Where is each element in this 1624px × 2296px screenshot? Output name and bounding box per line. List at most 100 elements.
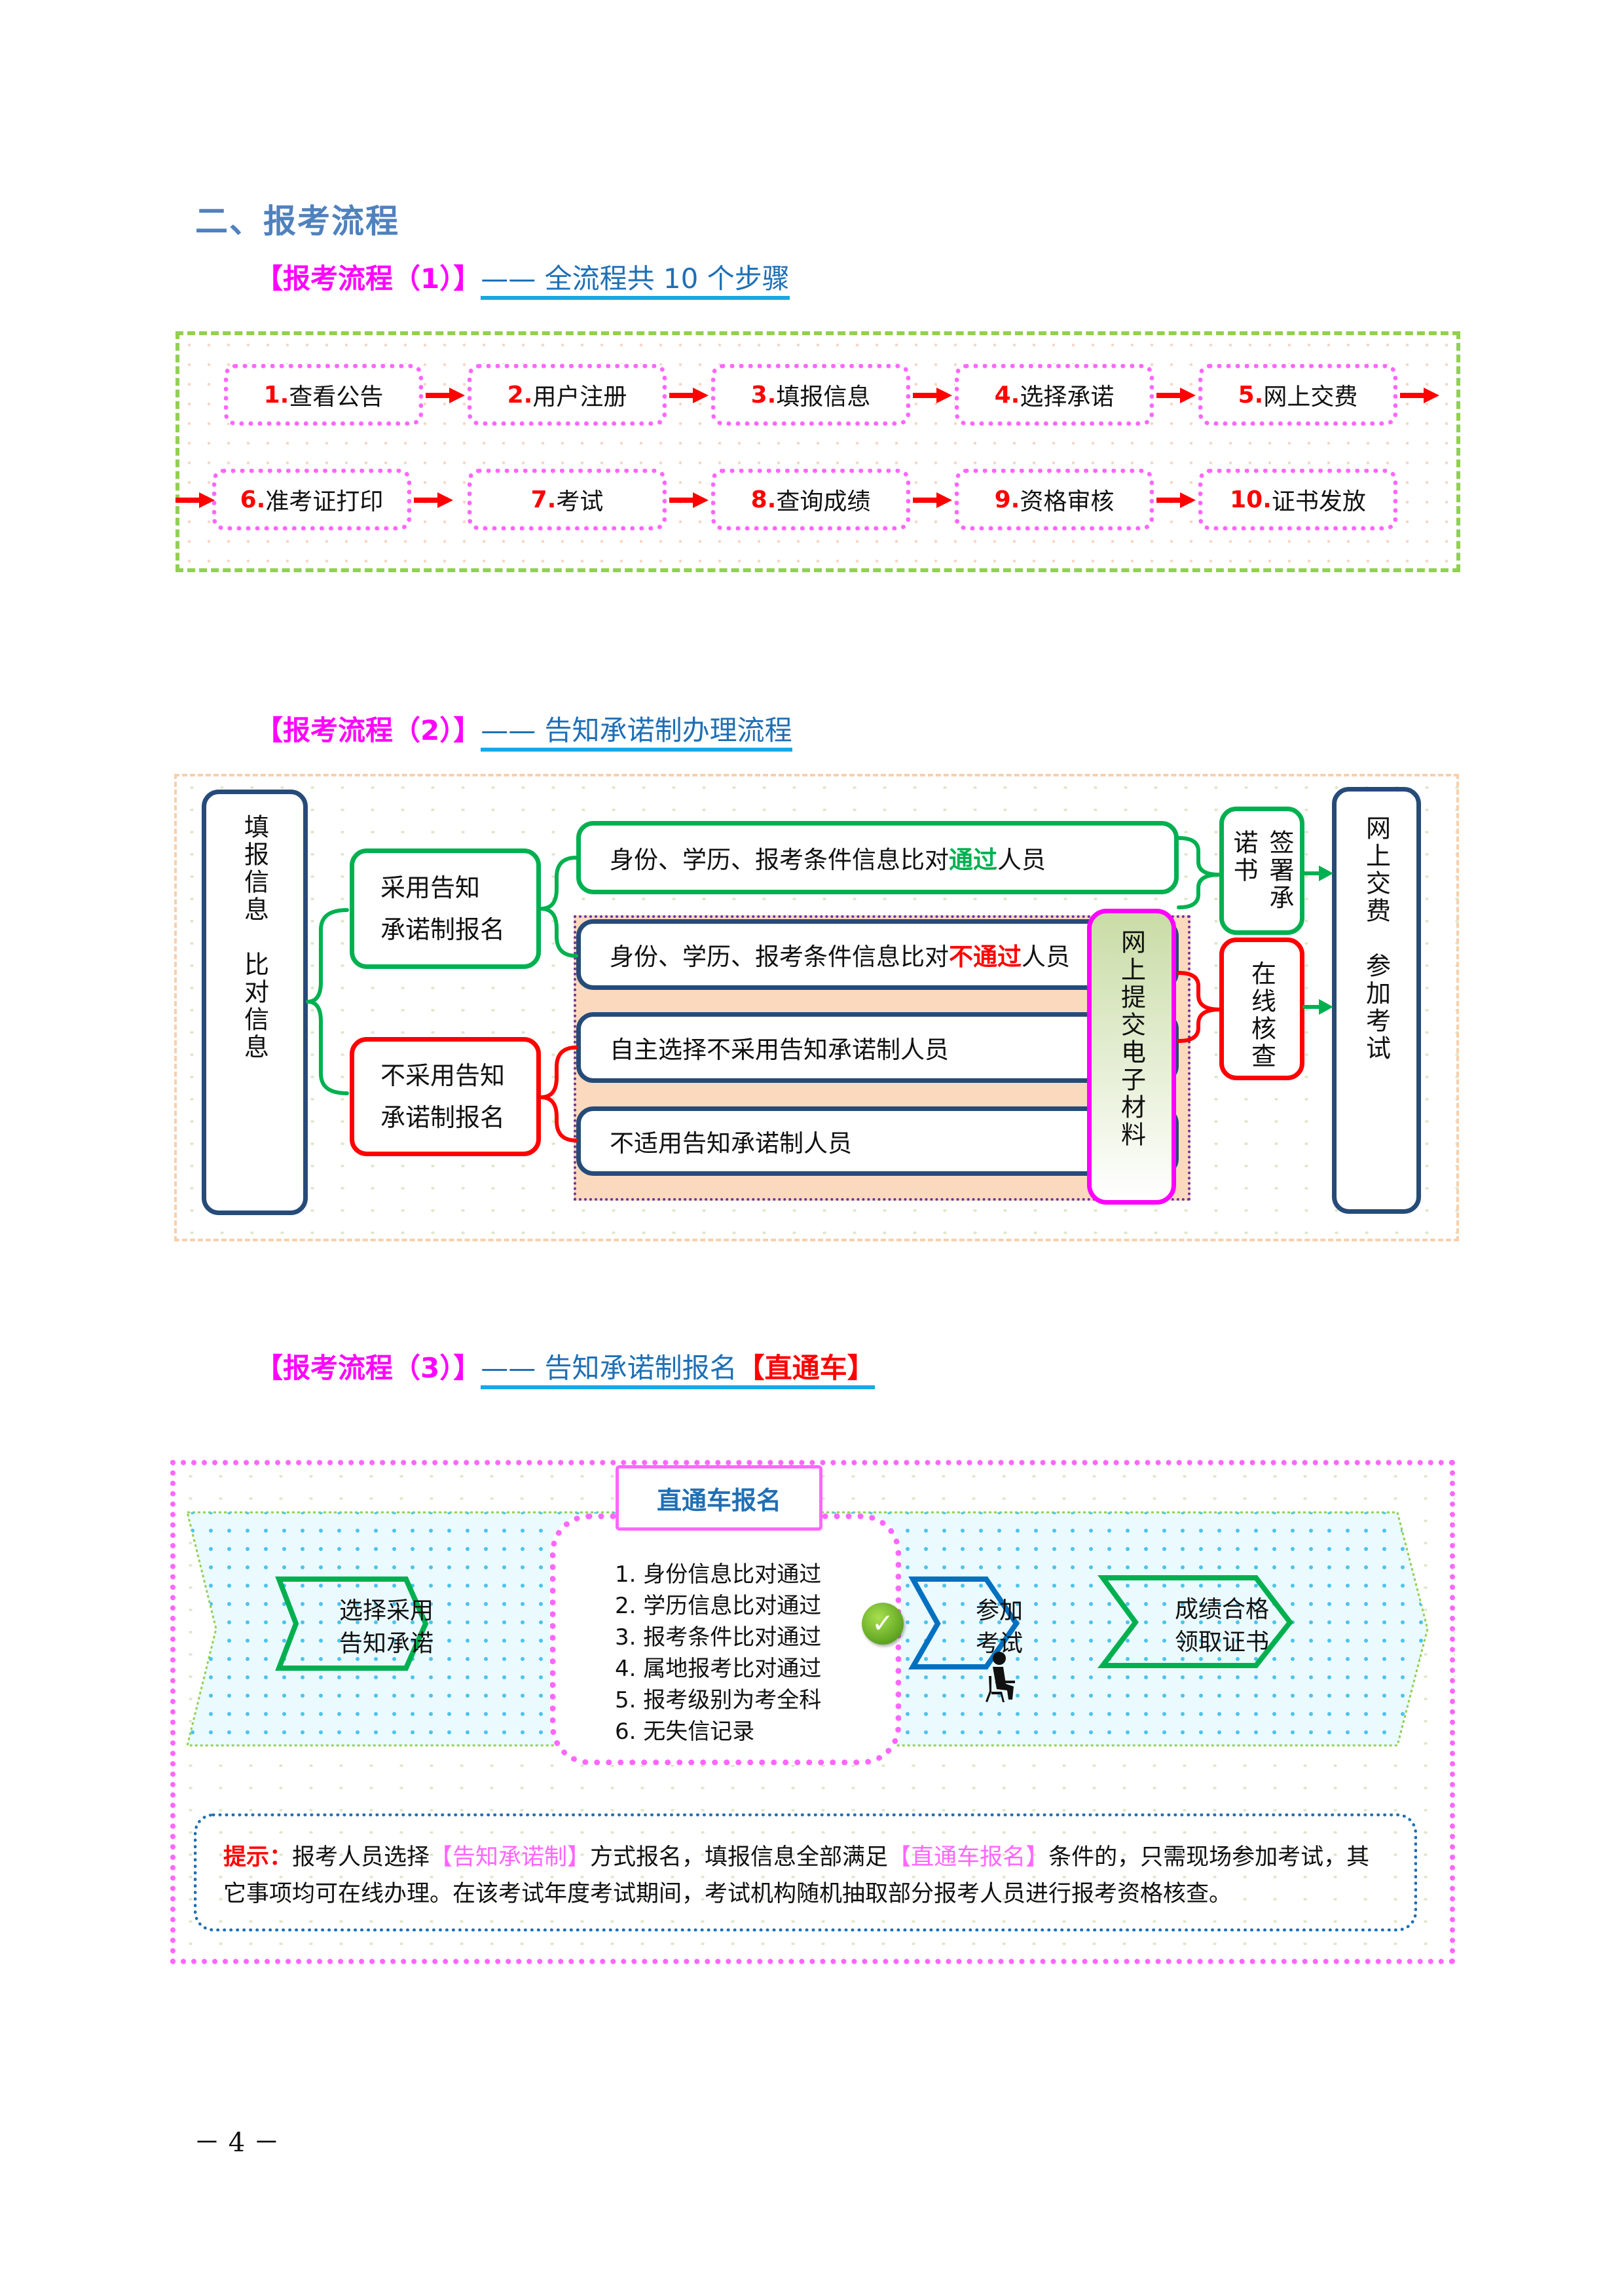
brace-notadopt-na <box>539 1095 578 1142</box>
step-label: 查看公告 <box>289 384 384 410</box>
sign-commitment-box: 签署承诺书 <box>1219 807 1304 935</box>
chevron-exam <box>908 1576 1020 1669</box>
brace-adopt-fail <box>539 907 578 958</box>
exam-line1: 参加 <box>975 1597 1023 1624</box>
not-applicable-row-label: 不适用告知承诺制人员 <box>610 1129 852 1157</box>
tip-box: 提示：报考人员选择【告知承诺制】方式报名，填报信息全部满足【直通车报名】条件的，… <box>194 1813 1417 1931</box>
condition-item: 5. 报考级别为考全科 <box>615 1687 822 1713</box>
step-label: 准考证打印 <box>265 488 384 515</box>
brace-adopt-pass <box>539 856 578 911</box>
step-1: 1.查看公告 <box>224 364 423 426</box>
step-4: 4.选择承诺 <box>955 364 1154 426</box>
pass-highlight: 通过 <box>949 846 997 874</box>
condition-item: 4. 属地报考比对通过 <box>615 1656 822 1682</box>
online-verify-label: 在线核查 <box>1247 960 1276 1070</box>
pass-row-prefix: 身份、学历、报考条件信息比对 <box>610 846 949 874</box>
pass-row-box: 身份、学历、报考条件信息比对通过人员 <box>576 821 1179 894</box>
pay-and-exam-label: 网上交费 参加考试 <box>1361 815 1391 1063</box>
arrow-right-icon <box>913 492 952 508</box>
chevron-cert <box>1097 1575 1294 1668</box>
check-icon: ✓ <box>862 1603 904 1645</box>
step-number: 8. <box>750 486 777 513</box>
brace-pass-sign <box>1177 836 1221 877</box>
not-adopt-commitment-box: 不采用告知 承诺制报名 <box>350 1037 541 1156</box>
tip-text-3: 条件的，只需现场参加考试，其它事项均可在线办理。在该考试年度考试期间，考试机构随… <box>223 1844 1370 1907</box>
upload-materials-box: 网上提交电子材料 <box>1087 909 1176 1205</box>
arrow-right-icon <box>175 492 215 508</box>
online-verify-box: 在线核查 <box>1219 938 1304 1080</box>
section3-subtitle: 告知承诺制报名 <box>536 1352 737 1389</box>
condition-item: 6. 无失信记录 <box>615 1719 755 1745</box>
pass-row-suffix: 人员 <box>997 846 1046 874</box>
direct-registration-title: 直通车报名 <box>656 1485 781 1515</box>
sign-commitment-label: 签署承诺书 <box>1229 829 1294 912</box>
step-5: 5.网上交费 <box>1198 364 1397 426</box>
step-label: 考试 <box>556 488 604 515</box>
arrowhead-sign <box>1319 866 1333 881</box>
section3-highlight: 【直通车】 <box>737 1352 875 1389</box>
step-number: 6. <box>240 486 266 513</box>
not-adopt-line1: 不采用告知 <box>380 1061 506 1090</box>
step-number: 3. <box>750 381 777 409</box>
step-number: 9. <box>994 486 1020 513</box>
brace-start-green <box>306 908 349 1004</box>
step-label: 选择承诺 <box>1020 384 1115 410</box>
direct-registration-scroll-banner: 直通车报名 <box>616 1465 822 1531</box>
section3-dash: —— <box>481 1352 536 1389</box>
arrow-right-icon <box>669 388 709 403</box>
fill-compare-info-box: 填报信息 比对信息 <box>202 790 308 1215</box>
section2-tag: 【报考流程（2）】 <box>255 714 481 746</box>
step-label: 填报信息 <box>776 384 871 410</box>
adopt-line1: 采用告知 <box>380 873 481 902</box>
fail-row-suffix: 人员 <box>1022 943 1070 971</box>
not-applicable-row-box: 不适用告知承诺制人员 <box>576 1106 1179 1176</box>
section-heading: 二、报考流程 <box>195 202 399 240</box>
step-label: 用户注册 <box>532 384 627 410</box>
chevron-choose <box>275 1576 429 1671</box>
step-label: 查询成绩 <box>776 488 871 515</box>
arrow-right-icon <box>1400 388 1439 403</box>
tip-label: 提示： <box>223 1844 293 1870</box>
brace-fail-sign <box>1177 873 1221 909</box>
arrow-right-icon <box>414 492 453 508</box>
self-choose-row-label: 自主选择不采用告知承诺制人员 <box>610 1036 949 1064</box>
step-number: 4. <box>994 381 1020 409</box>
section2-subtitle: 告知承诺制办理流程 <box>536 714 792 752</box>
brace-self-verify <box>1177 971 1221 1011</box>
arrow-right-icon <box>426 388 465 403</box>
arrow-right-icon <box>1156 388 1196 403</box>
tip-text-1: 报考人员选择 <box>292 1844 430 1870</box>
brace-notadopt-self <box>539 1046 578 1099</box>
pay-and-exam-box: 网上交费 参加考试 <box>1332 787 1421 1214</box>
upload-materials-label: 网上提交电子材料 <box>1116 929 1146 1149</box>
adopt-line2: 承诺制报名 <box>380 915 506 944</box>
step-number: 1. <box>263 381 289 409</box>
step-3: 3.填报信息 <box>711 364 910 426</box>
arrowhead-verify <box>1319 999 1333 1015</box>
choose-line2: 告知承诺 <box>339 1630 434 1657</box>
step-8: 8.查询成绩 <box>711 469 910 530</box>
step-label: 资格审核 <box>1020 488 1115 515</box>
step-label: 网上交费 <box>1263 384 1358 410</box>
step-number: 10. <box>1230 486 1272 513</box>
choose-commitment-text: 选择采用 告知承诺 <box>327 1595 445 1660</box>
fail-row-prefix: 身份、学历、报考条件信息比对 <box>610 943 949 971</box>
section1-subtitle: 全流程共 10 个步骤 <box>536 263 790 300</box>
brace-na-verify <box>1177 1008 1221 1043</box>
page-number: － 4 － <box>194 2128 280 2158</box>
choose-line1: 选择采用 <box>339 1597 434 1624</box>
section3-title: 【报考流程（3）】—— 告知承诺制报名【直通车】 <box>255 1346 875 1389</box>
arrow-right-icon <box>913 388 952 403</box>
section1-dash: —— <box>481 263 536 300</box>
step-10: 10.证书发放 <box>1198 469 1397 530</box>
fail-row-box: 身份、学历、报考条件信息比对不通过人员 <box>576 919 1179 990</box>
section1-tag: 【报考流程（1）】 <box>255 263 481 295</box>
step-9: 9.资格审核 <box>955 469 1154 530</box>
arrow-right-icon <box>669 492 709 508</box>
tip-text-2: 方式报名，填报信息全部满足 <box>590 1844 889 1870</box>
arrow-right-icon <box>1156 492 1196 508</box>
